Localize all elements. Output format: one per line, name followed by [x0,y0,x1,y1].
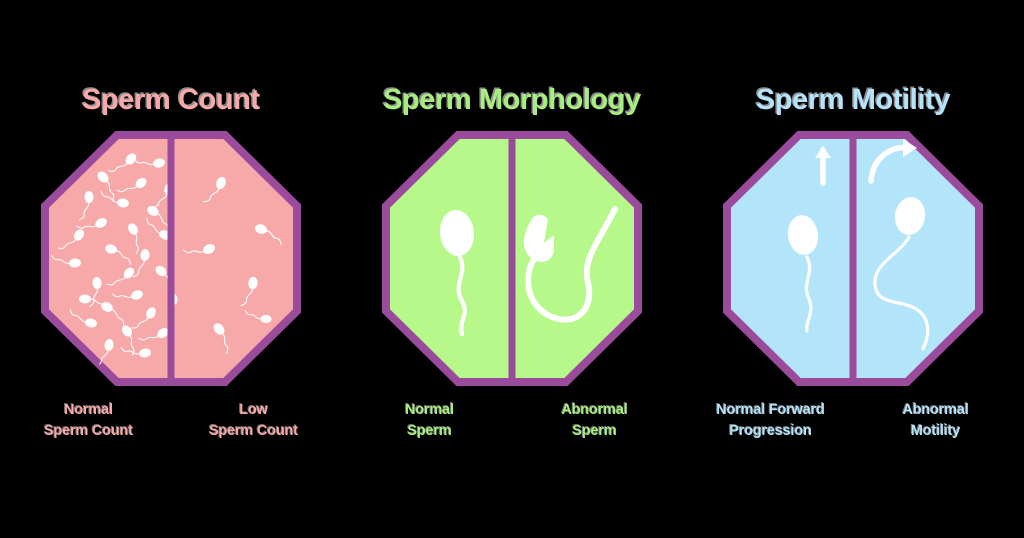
caption-line-1: Normal [405,402,454,418]
abnormal-motility-head [894,197,926,235]
diagram-sperm-morphology [382,131,642,386]
octagon-sperm-motility [723,131,983,386]
panel-sperm-count: Sperm Count [1,0,342,538]
curved-turning-arrow-icon [868,139,917,184]
sperm-normal-morphology [439,210,475,337]
normal-motility-tail [804,255,813,333]
octagon-sperm-morphology [382,131,642,386]
sperm-abnormal-morphology [524,206,618,323]
caption-line-1: Low [239,402,268,418]
caption-abnormal-sperm: Abnormal Sperm [512,400,677,442]
caption-normal-sperm: Normal Sperm [347,400,512,442]
abnormal-motility-tail [873,235,930,351]
caption-line-1: Abnormal [902,402,969,418]
panel-title-sperm-morphology: Sperm Morphology [383,84,641,116]
normal-sperm-head [439,210,475,256]
panel-title-sperm-count: Sperm Count [82,84,260,116]
panel-sperm-morphology: Sperm Morphology [342,0,683,538]
octagon-sperm-count [41,131,301,386]
caption-normal-sperm-count: Normal Sperm Count [6,400,171,442]
normal-sperm-tail [456,254,467,337]
caption-line-2: Sperm [572,423,617,440]
caption-line-2: Sperm [407,423,452,440]
sperm-abnormal-motility [868,139,930,351]
caption-normal-forward-progression: Normal Forward Progression [688,400,853,442]
normal-motility-head [787,215,819,255]
caption-line-2: Sperm Count [209,423,298,440]
caption-line-1: Normal Forward [716,402,825,418]
diagram-sperm-count [41,131,301,386]
caption-low-sperm-count: Low Sperm Count [171,400,336,442]
caption-line-2: Sperm Count [44,423,133,440]
straight-up-arrow-icon [815,146,831,186]
diagram-sperm-motility [723,131,983,386]
caption-line-2: Progression [729,423,812,440]
captions-sperm-count: Normal Sperm Count Low Sperm Count [6,400,336,442]
panel-title-sperm-motility: Sperm Motility [755,84,951,116]
caption-line-2: Motility [910,423,961,440]
caption-abnormal-motility: Abnormal Motility [853,400,1018,442]
caption-line-1: Abnormal [561,402,628,418]
abnormal-sperm-tail [525,206,618,323]
sperm-normal-motility [787,146,831,333]
panel-sperm-motility: Sperm Motility [683,0,1024,538]
captions-sperm-motility: Normal Forward Progression Abnormal Moti… [688,400,1018,442]
abnormal-sperm-head [524,214,554,263]
captions-sperm-morphology: Normal Sperm Abnormal Sperm [347,400,677,442]
caption-line-1: Normal [64,402,113,418]
